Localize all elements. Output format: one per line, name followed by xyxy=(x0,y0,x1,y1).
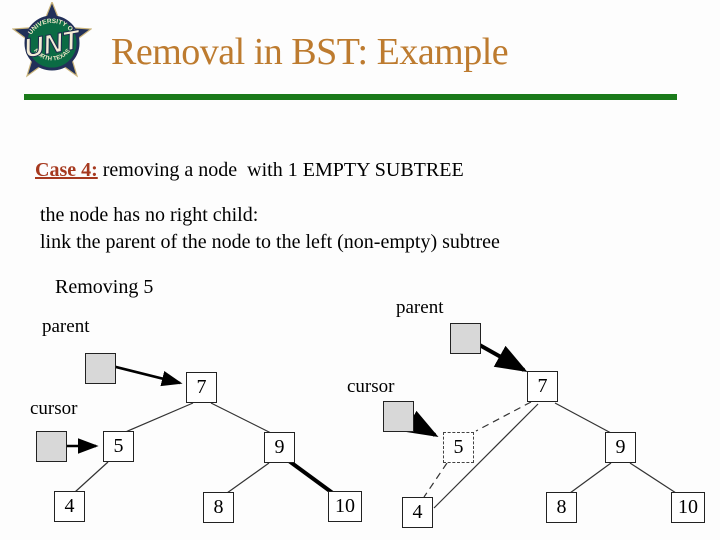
edge-after-5-4-dashed xyxy=(423,462,448,498)
before-parent-pointer-box xyxy=(85,353,116,384)
edge-after-7-4-new-link xyxy=(433,403,539,509)
before-node-10: 10 xyxy=(328,491,362,522)
unt-logo: UNIVERSITY OF NORTH TEXAS UNT xyxy=(11,0,93,82)
edge-before-9-8 xyxy=(226,462,270,494)
edge-after-9-8 xyxy=(569,462,612,494)
after-node-10: 10 xyxy=(671,492,705,523)
unt-logo-icon: UNIVERSITY OF NORTH TEXAS UNT xyxy=(11,0,93,78)
before-cursor-label: cursor xyxy=(30,398,78,419)
after-node-9: 9 xyxy=(605,432,636,463)
edge-after-7-9 xyxy=(554,402,612,434)
after-parent-pointer-box xyxy=(450,323,481,354)
before-node-9: 9 xyxy=(264,432,295,463)
edge-after-9-10 xyxy=(629,462,677,494)
case-text: removing a node with 1 EMPTY SUBTREE xyxy=(97,159,464,181)
before-node-7: 7 xyxy=(186,372,217,403)
after-parent-label: parent xyxy=(396,297,444,318)
edge-before-7-5 xyxy=(122,402,194,434)
case-line: Case 4: removing a node with 1 EMPTY SUB… xyxy=(35,159,464,182)
rule-text-line-2: link the parent of the node to the left … xyxy=(40,231,500,253)
edge-before-7-9 xyxy=(210,402,272,434)
title-divider xyxy=(24,94,677,100)
slide-title: Removal in BST: Example xyxy=(111,31,509,73)
edge-before-9-10 xyxy=(287,459,336,496)
before-cursor-pointer-box xyxy=(36,431,67,462)
after-node-4: 4 xyxy=(402,497,433,528)
logo-circle xyxy=(24,15,80,71)
before-node-4: 4 xyxy=(54,491,85,522)
edge-after-7-5-dashed xyxy=(475,401,532,432)
after-cursor-label: cursor xyxy=(347,376,395,397)
edge-before-5-4 xyxy=(74,461,109,493)
after-node-8: 8 xyxy=(546,492,577,523)
before-parent-label: parent xyxy=(42,316,90,337)
before-node-5: 5 xyxy=(103,431,134,462)
after-node-5-removed: 5 xyxy=(443,432,474,463)
case-label: Case 4: xyxy=(35,159,98,181)
after-node-7: 7 xyxy=(527,371,558,402)
rule-text-line-1: the node has no right child: xyxy=(40,204,259,226)
action-label: Removing 5 xyxy=(55,276,154,298)
before-node-8: 8 xyxy=(203,492,234,523)
after-cursor-pointer-box xyxy=(383,401,414,432)
